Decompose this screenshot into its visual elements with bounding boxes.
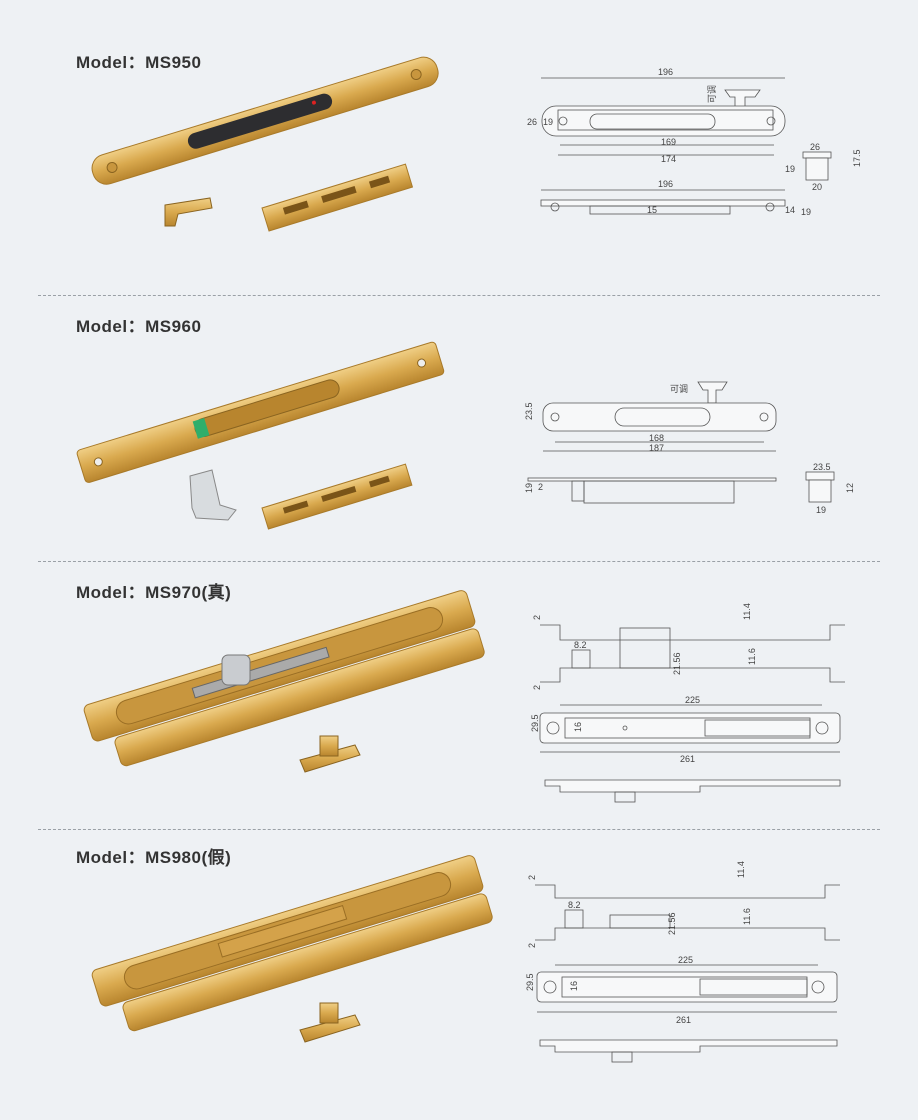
svg-text:174: 174 [661, 154, 676, 164]
svg-text:168: 168 [649, 433, 664, 443]
svg-text:11.6: 11.6 [747, 648, 757, 665]
model-title-ms950: Model：MS950 [76, 53, 202, 72]
technical-drawing-ms950: 196 可调 26 19 169 174 26 19 20 17.5 196 1… [527, 67, 862, 217]
technical-drawing-ms960: 可调 23.5 168 187 19 2 23.5 12 19 [524, 381, 855, 515]
svg-text:21.56: 21.56 [667, 912, 677, 935]
svg-text:261: 261 [676, 1015, 691, 1025]
svg-text:19: 19 [524, 483, 534, 493]
svg-text:29.5: 29.5 [525, 973, 535, 991]
svg-text:225: 225 [685, 695, 700, 705]
section-divider [38, 561, 880, 562]
svg-text:14: 14 [785, 205, 795, 215]
svg-text:15: 15 [647, 205, 657, 215]
product-photo-ms970 [83, 590, 485, 773]
svg-text:26: 26 [810, 142, 820, 152]
section-divider [38, 295, 880, 296]
svg-text:2: 2 [527, 943, 537, 948]
svg-text:17.5: 17.5 [852, 149, 862, 167]
svg-text:19: 19 [543, 117, 553, 127]
model-title-ms980: Model：MS980(假) [76, 848, 232, 867]
svg-text:261: 261 [680, 754, 695, 764]
svg-text:2: 2 [527, 875, 537, 880]
svg-text:8.2: 8.2 [574, 640, 587, 650]
technical-drawing-ms970: 2 11.4 8.2 21.56 11.6 2 225 29.5 16 261 [530, 603, 845, 803]
svg-text:12: 12 [845, 483, 855, 493]
svg-text:26: 26 [527, 117, 537, 127]
model-title-ms970: Model：MS970(真) [76, 583, 232, 602]
svg-text:19: 19 [816, 505, 826, 515]
svg-text:29.5: 29.5 [530, 714, 540, 732]
model-title-ms960: Model：MS960 [76, 317, 202, 336]
svg-text:225: 225 [678, 955, 693, 965]
svg-text:23.5: 23.5 [524, 402, 534, 420]
svg-text:2: 2 [532, 615, 542, 620]
svg-text:196: 196 [658, 179, 673, 189]
svg-text:20: 20 [812, 182, 822, 192]
technical-drawing-ms980: 2 11.4 8.2 21.56 11.6 2 225 29.5 16 261 [525, 861, 840, 1063]
svg-text:169: 169 [661, 137, 676, 147]
product-photo-ms980 [91, 855, 493, 1043]
svg-text:11.6: 11.6 [742, 908, 752, 925]
svg-text:16: 16 [569, 981, 579, 991]
svg-text:187: 187 [649, 443, 664, 453]
svg-text:196: 196 [658, 67, 673, 77]
svg-text:19: 19 [801, 207, 811, 217]
svg-text:2: 2 [532, 685, 542, 690]
product-photo-ms960 [76, 341, 445, 530]
svg-text:11.4: 11.4 [736, 861, 746, 878]
product-photo-ms950 [91, 56, 439, 232]
svg-text:8.2: 8.2 [568, 900, 581, 910]
svg-text:21.56: 21.56 [672, 652, 682, 675]
svg-text:16: 16 [573, 722, 583, 732]
svg-text:23.5: 23.5 [813, 462, 831, 472]
section-divider [38, 829, 880, 830]
svg-text:19: 19 [785, 164, 795, 174]
svg-text:可调: 可调 [670, 384, 688, 394]
svg-text:2: 2 [538, 482, 543, 492]
svg-text:可调: 可调 [707, 85, 717, 103]
svg-text:11.4: 11.4 [742, 603, 752, 620]
